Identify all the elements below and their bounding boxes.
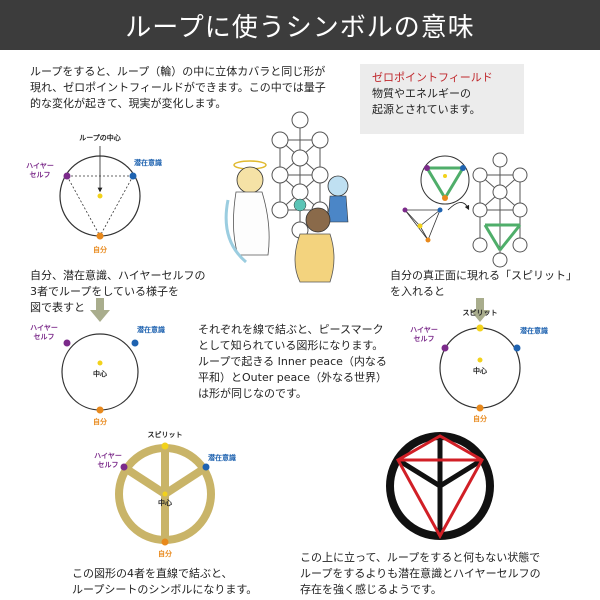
label-spirit-3: スピリット: [148, 430, 183, 439]
label-higher-self-2b: セルフ: [34, 333, 55, 341]
label-subconscious-2: 潜在意識: [137, 325, 165, 334]
center-dot: [97, 193, 103, 199]
text-loop-three: 自分、潜在意識、ハイヤーセルフの 3者でループをしている様子を 図で表すと: [30, 269, 206, 314]
label-self-4: 自分: [473, 414, 487, 423]
diagram-peace-sign: スピリット ハイヤー セルフ 潜在意識 中心 自分: [94, 430, 236, 558]
label-self-2: 自分: [93, 417, 107, 426]
diagram-loop-triangle: ループの中心 ハイヤー セルフ 潜在意識 自分: [26, 133, 162, 254]
self-dot: [96, 232, 104, 240]
text-peace: それぞれを線で結ぶと、ピースマーク として知られている図形になります。 ループで…: [198, 323, 388, 400]
intro-text: ループをすると、ループ（輪）の中に立体カバラと同じ形が 現れ、ゼロポイントフィー…: [30, 65, 326, 110]
label-higher-self-4a: ハイヤー: [410, 326, 438, 334]
label-higher-self-3b: セルフ: [98, 461, 119, 469]
text-loop-sheet: この図形の4者を直線で結ぶと、 ループシートのシンボルになります。: [72, 567, 258, 596]
subconscious-dot: [129, 172, 137, 180]
label-loop-center: ループの中心: [79, 133, 121, 142]
label-center-4: 中心: [473, 366, 487, 375]
label-self-1: 自分: [93, 245, 107, 254]
label-higher-self-3a: ハイヤー: [94, 452, 122, 460]
kabbalah-illustration: [224, 111, 349, 283]
label-self-3: 自分: [158, 549, 172, 558]
down-arrow-right: [470, 298, 490, 322]
label-subconscious-1: 潜在意識: [134, 158, 162, 167]
label-higher-self-1a: ハイヤー: [26, 162, 54, 170]
label-higher-self-1b: セルフ: [30, 171, 51, 179]
label-higher-self-2a: ハイヤー: [30, 324, 58, 332]
label-spirit-4: スピリット: [463, 308, 498, 317]
higher-self-dot: [63, 172, 71, 180]
diagram-loop-sheet-symbol: [386, 432, 494, 540]
text-spirit: 自分の真正面に現れる「スピリット」 を入れると: [390, 269, 577, 298]
spirit-tree-diagram: [402, 152, 528, 268]
label-center-2: 中心: [93, 369, 107, 378]
zero-point-title: ゼロポイントフィールド: [372, 71, 493, 84]
page-title: ループに使うシンボルの意味: [0, 0, 600, 50]
diagram-loop-plain: ハイヤー セルフ 潜在意識 中心 自分: [30, 324, 165, 426]
label-higher-self-4b: セルフ: [414, 335, 435, 343]
diagram-loop-spirit: スピリット ハイヤー セルフ 潜在意識 中心 自分: [410, 308, 548, 423]
down-arrow-left: [90, 298, 110, 322]
zero-point-body: 物質やエネルギーの 起源とされています。: [372, 87, 481, 116]
page-title-text: ループに使うシンボルの意味: [125, 12, 475, 43]
label-center-3: 中心: [158, 498, 172, 507]
label-subconscious-4: 潜在意識: [520, 326, 548, 335]
zero-point-box: ゼロポイントフィールド 物質やエネルギーの 起源とされています。: [360, 64, 524, 134]
text-stronger: この上に立って、ループをすると何もない状態で ループをするよりも潜在意識とハイヤ…: [300, 551, 541, 596]
label-subconscious-3: 潜在意識: [208, 453, 236, 462]
